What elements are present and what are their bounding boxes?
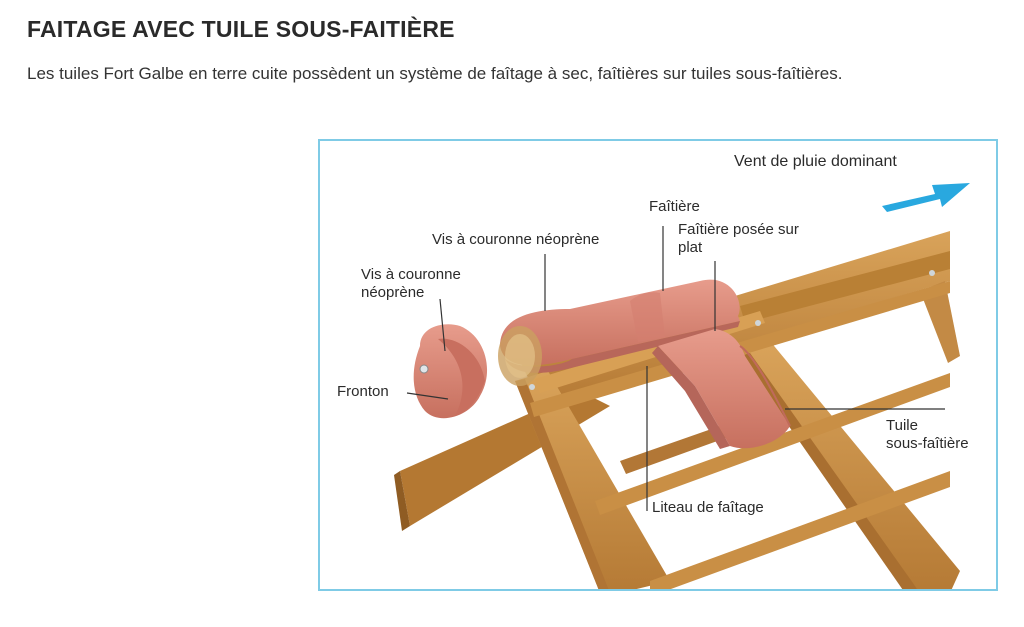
- page-subtitle: Les tuiles Fort Galbe en terre cuite pos…: [27, 64, 843, 83]
- label-tuile-line1: Tuile: [886, 417, 918, 434]
- label-vis-couronne-left: Vis à couronne néoprène: [361, 266, 461, 302]
- wind-arrow-icon: [882, 183, 970, 212]
- label-vis-couronne-top: Vis à couronne néoprène: [432, 231, 600, 248]
- page-title: FAITAGE AVEC TUILE SOUS-FAITIÈRE: [27, 16, 455, 42]
- gable-end: [413, 324, 488, 419]
- label-faitiere: Faîtière: [649, 198, 700, 215]
- rafters: [515, 281, 960, 589]
- ridge-tile: [498, 279, 740, 386]
- label-faitiere-posee-line1: Faîtière posée sur: [678, 221, 799, 238]
- label-tuile-line2: sous-faîtière: [886, 435, 969, 452]
- label-faitiere-posee: Faîtière posée sur plat: [678, 221, 799, 257]
- roof-ridge-diagram: Vent de pluie dominant Faîtière Faîtière…: [318, 139, 998, 591]
- leader-lines: [406, 226, 945, 511]
- sub-ridge-tile: [652, 329, 791, 449]
- diagram-illustration: [394, 183, 970, 589]
- label-tuile-sous-faitiere: Tuile sous-faîtière: [886, 417, 969, 453]
- label-wind: Vent de pluie dominant: [734, 153, 897, 170]
- label-liteau-de-faitage: Liteau de faîtage: [652, 499, 764, 516]
- label-vis-couronne-left-line1: Vis à couronne: [361, 266, 461, 283]
- label-fronton: Fronton: [337, 383, 389, 400]
- label-vis-couronne-left-line2: néoprène: [361, 284, 425, 301]
- label-faitiere-posee-line2: plat: [678, 239, 703, 256]
